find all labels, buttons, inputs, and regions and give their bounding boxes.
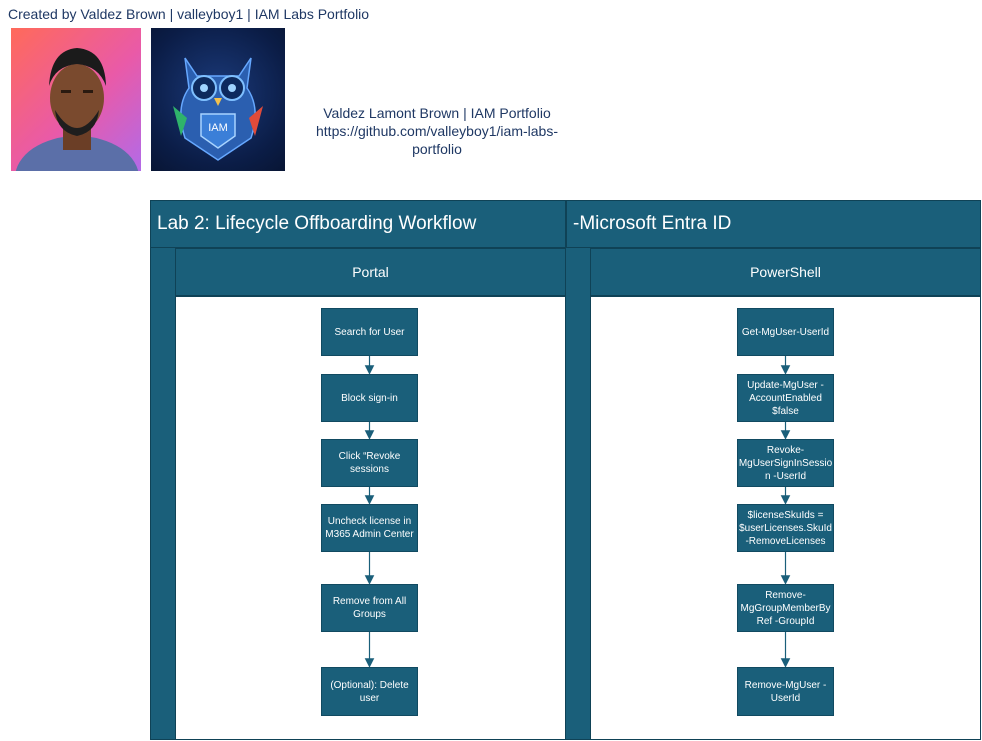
step-text-line: user [359, 692, 380, 704]
step-text-line: MgGroupMemberBy [740, 602, 831, 614]
step-text-line: (Optional): Delete [330, 679, 409, 691]
step-text-line: Get-MgUser-UserId [741, 326, 830, 338]
diagram-title-right: -Microsoft Entra ID [566, 200, 981, 248]
diagram-title-left-text: Lab 2: Lifecycle Offboarding Workflow [157, 213, 477, 234]
portal-step-1: Search for User [321, 308, 418, 356]
step-text-line: Remove from All [332, 596, 407, 607]
step-text-line: Revoke- [766, 444, 805, 456]
powershell-step-4: $licenseSkuIds =$userLicenses.SkuId-Remo… [737, 504, 834, 552]
portal-step-2: Block sign-in [321, 374, 418, 422]
step-text-line: M365 Admin Center [325, 529, 414, 540]
iam-owl-logo: IAM [151, 28, 285, 171]
lane-header-portal: Portal [175, 248, 566, 296]
step-text-line: Block sign-in [341, 392, 398, 404]
step-text-line: $licenseSkuIds = [747, 509, 824, 521]
step-text-line: Search for User [334, 326, 405, 338]
step-text-line: Uncheck license in [327, 516, 412, 527]
step-text-line: $false [772, 405, 799, 417]
logo-text: IAM [208, 122, 228, 134]
portfolio-url-line: https://github.com/valleyboy1/iam-labs- [316, 123, 558, 139]
step-text-line: Remove-MgUser - [744, 679, 827, 691]
step-text-line: Ref -GroupId [756, 615, 815, 627]
step-text-line: sessions [350, 464, 389, 475]
author-photo [11, 28, 141, 171]
portfolio-url-line-cont: portfolio [412, 141, 462, 157]
lane-label-powershell: PowerShell [750, 264, 821, 280]
powershell-step-1: Get-MgUser-UserId [737, 308, 834, 356]
step-text-line: Remove- [765, 589, 806, 601]
step-text-line: Update-MgUser - [747, 379, 824, 391]
portal-step-4: Uncheck license in M365 Admin Center [321, 504, 418, 552]
lane-header-powershell: PowerShell [590, 248, 981, 296]
step-text-line: $userLicenses.SkuId [739, 522, 832, 534]
step-text-line: n -UserId [764, 470, 807, 482]
diagram-title-right-text: -Microsoft Entra ID [573, 213, 732, 234]
diagram-title-left: Lab 2: Lifecycle Offboarding Workflow [150, 200, 566, 248]
powershell-step-2: Update-MgUser -AccountEnabled$false [737, 374, 834, 422]
step-text-line: MgUserSignInSessio [738, 457, 833, 469]
portfolio-name-line: Valdez Lamont Brown | IAM Portfolio [323, 105, 551, 121]
powershell-step-6: Remove-MgUser -UserId [737, 667, 834, 716]
step-text-line: Groups [353, 609, 386, 620]
credit-line: Created by Valdez Brown | valleyboy1 | I… [8, 6, 370, 22]
step-text-line: AccountEnabled [749, 392, 822, 404]
portal-step-3: Click “Revoke sessions [321, 439, 418, 487]
portfolio-caption: Valdez Lamont Brown | IAM Portfolio http… [298, 104, 576, 158]
step-text-line: -RemoveLicenses [745, 535, 826, 547]
step-text-line: UserId [770, 692, 801, 704]
step-text-line: Click “Revoke [338, 451, 401, 462]
lane-label-portal: Portal [352, 264, 389, 280]
